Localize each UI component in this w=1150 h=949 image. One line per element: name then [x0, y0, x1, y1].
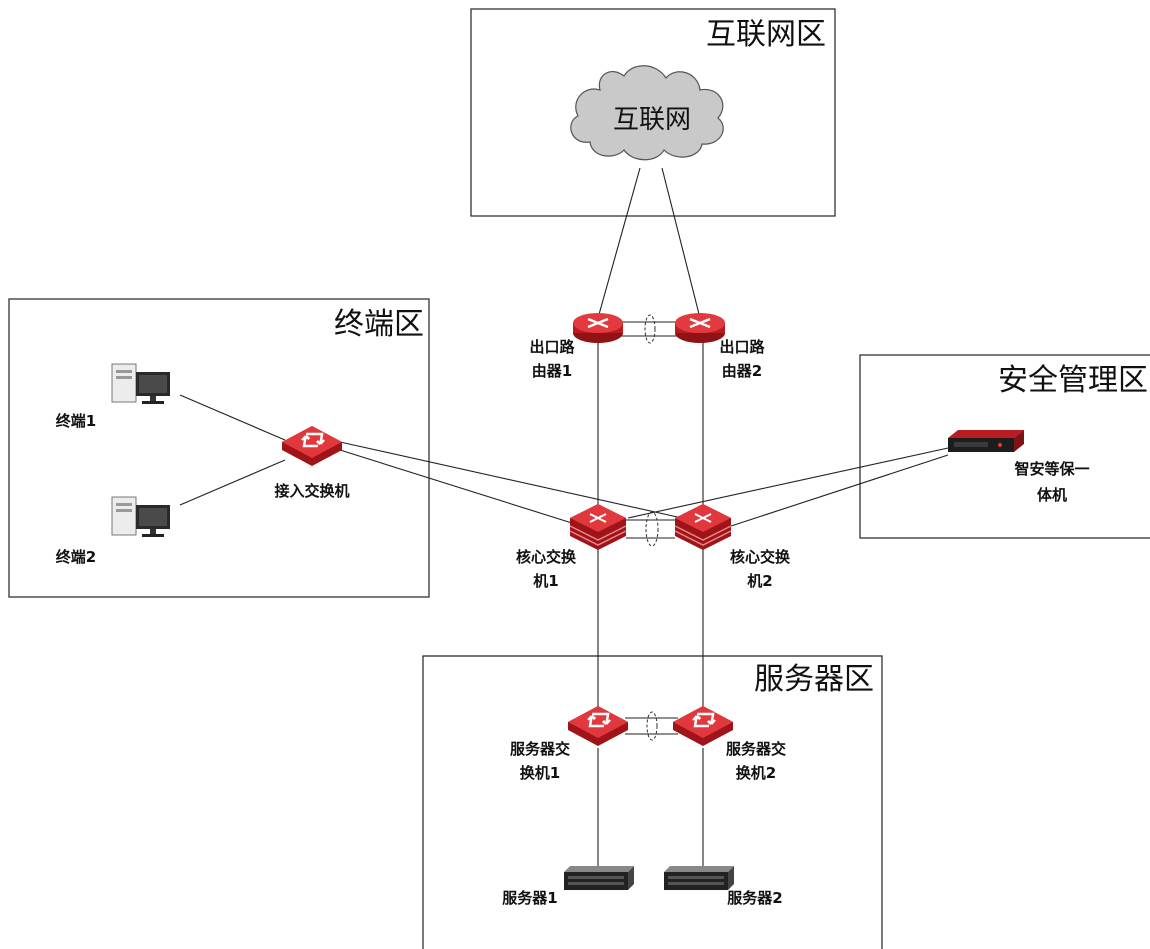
cloud-label: 互联网 [613, 105, 691, 135]
router-2-label-line1: 出口路 [719, 338, 765, 356]
security-appliance-label-line2: 体机 [1037, 486, 1067, 504]
switch-icon [280, 424, 344, 468]
server-switch-1[interactable]: 服务器交 换机1 [510, 704, 630, 782]
server-2[interactable]: 服务器2 [664, 866, 783, 907]
cloud-icon [570, 65, 724, 161]
server-switch-2[interactable]: 服务器交 换机2 [671, 704, 786, 782]
appliance-icon [948, 430, 1024, 452]
core-switch-icon [674, 503, 732, 551]
core-switch-2[interactable]: 核心交换 机2 [674, 503, 791, 590]
terminal-2-label: 终端2 [56, 548, 96, 566]
router-1-label-line2: 由器1 [532, 362, 572, 380]
router-2[interactable]: 出口路 由器2 [673, 311, 765, 380]
link-access-core1 [339, 449, 576, 525]
router-icon [571, 311, 625, 345]
link-core2-appliance [724, 454, 949, 529]
server-2-label: 服务器2 [727, 889, 782, 907]
lag-marker-icon [645, 511, 659, 547]
server-zone: 服务器区 [422, 655, 883, 949]
link-cloud-router1 [597, 167, 641, 319]
link-terminal1-access [179, 394, 286, 441]
security-appliance-label-line1: 智安等保一 [1014, 460, 1089, 478]
server-switch-1-label-line2: 换机1 [520, 764, 560, 782]
workstation-icon [111, 363, 171, 405]
router-icon [673, 311, 727, 345]
router-1[interactable]: 出口路 由器1 [529, 311, 625, 380]
internet-zone-title: 互联网区 [706, 17, 826, 52]
terminal-zone: 终端区 [8, 298, 430, 598]
server-icon [564, 866, 634, 890]
security-zone: 安全管理区 [859, 354, 1150, 539]
switch-icon [671, 704, 735, 748]
server-switch-2-label-line1: 服务器交 [726, 740, 786, 758]
terminal-1[interactable]: 终端1 [56, 363, 171, 430]
lag-marker-icon [646, 711, 658, 741]
server-icon [664, 866, 734, 890]
access-switch[interactable]: 接入交换机 [274, 424, 350, 500]
links [179, 167, 949, 866]
server-switch-2-label-line2: 换机2 [736, 764, 776, 782]
core-switch-2-label-line2: 机2 [747, 572, 772, 590]
server-1[interactable]: 服务器1 [502, 866, 634, 907]
link-access-core2 [339, 441, 683, 519]
terminal-1-label: 终端1 [56, 412, 96, 430]
security-zone-title: 安全管理区 [998, 363, 1148, 398]
security-appliance[interactable]: 智安等保一 体机 [948, 430, 1090, 504]
internet-cloud: 互联网 [570, 65, 724, 161]
core-switch-1-label-line2: 机1 [533, 572, 558, 590]
router-1-label-line1: 出口路 [529, 338, 575, 356]
terminal-2[interactable]: 终端2 [56, 496, 171, 566]
access-switch-label: 接入交换机 [274, 482, 349, 500]
server-1-label: 服务器1 [502, 889, 557, 907]
router-2-label-line2: 由器2 [722, 362, 762, 380]
link-core1-appliance [627, 447, 949, 519]
workstation-icon [111, 496, 171, 538]
link-terminal2-access [179, 459, 286, 506]
switch-icon [566, 704, 630, 748]
terminal-zone-title: 终端区 [334, 307, 424, 342]
link-cloud-router2 [661, 167, 701, 319]
core-switch-1-label-line1: 核心交换 [516, 548, 577, 566]
internet-zone: 互联网区 [470, 8, 836, 217]
core-switch-2-label-line1: 核心交换 [730, 548, 791, 566]
server-zone-title: 服务器区 [754, 662, 874, 697]
core-switch-icon [569, 503, 627, 551]
server-switch-1-label-line1: 服务器交 [510, 740, 570, 758]
lag-marker-icon [644, 314, 656, 344]
core-switch-1[interactable]: 核心交换 机1 [516, 503, 627, 590]
